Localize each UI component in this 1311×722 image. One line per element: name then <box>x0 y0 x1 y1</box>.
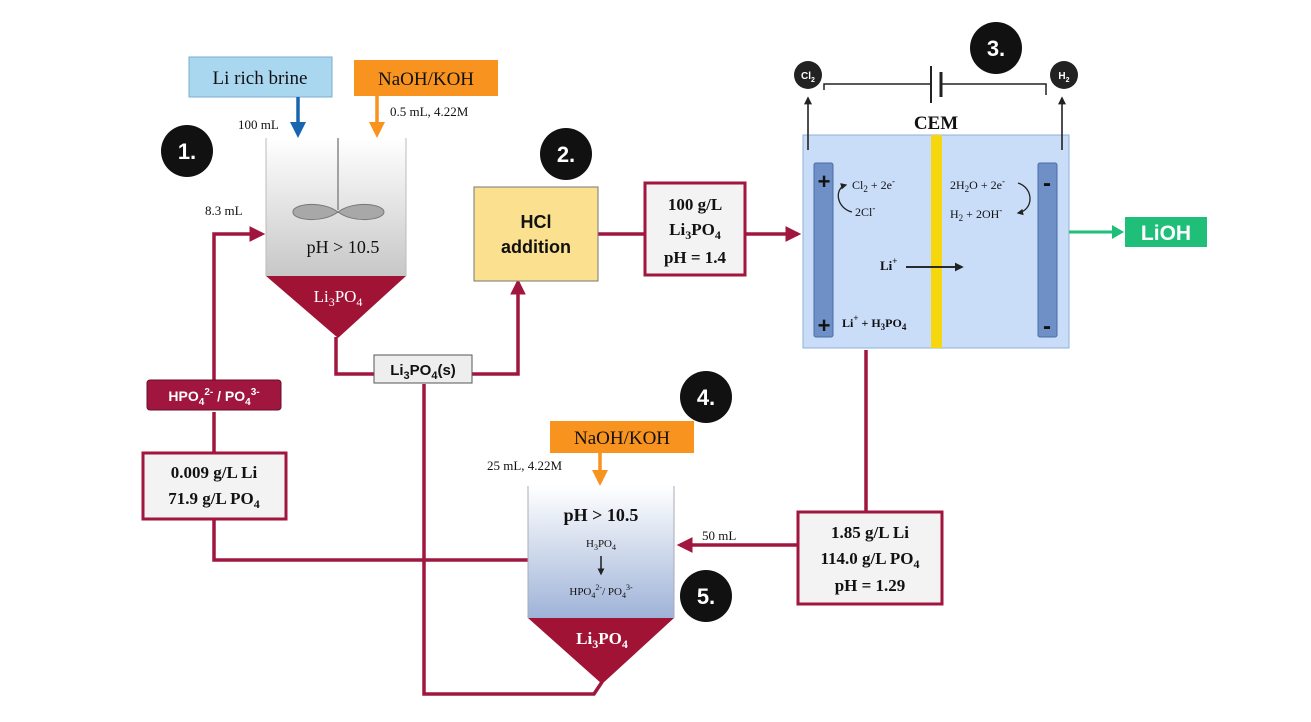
feed-box <box>643 181 747 277</box>
base1-arrow-head <box>369 122 385 138</box>
brine-label: Li rich brine <box>213 68 308 89</box>
base1-amount: 0.5 mL, 4.22M <box>390 104 469 119</box>
cathode-sign-top: - <box>1043 170 1051 197</box>
anode-electrode <box>813 162 834 338</box>
step-badge-2 <box>540 128 592 180</box>
phosphate-tag <box>146 379 282 411</box>
h2-gas-label: H2 <box>1058 71 1069 84</box>
cathode-reaction-bottom: H2 + 2OH- <box>950 205 1002 223</box>
brine-arrow-head <box>290 122 306 138</box>
brine-box <box>188 56 333 98</box>
step-label-5: 5. <box>697 584 715 609</box>
anolyte-label: Li+ + H3PO4 <box>842 313 907 332</box>
recycle-line1: 0.009 g/L Li <box>171 463 258 482</box>
stream-reactor2-recycle <box>212 520 528 562</box>
solid-product-box <box>373 354 473 384</box>
membrane-label: CEM <box>914 113 958 134</box>
reactor1-tank <box>266 138 406 276</box>
anolyte-out-line3: pH = 1.29 <box>835 576 906 595</box>
anode-sign-bottom: + <box>818 313 831 338</box>
anode-reaction-bottom: 2Cl- <box>855 203 875 219</box>
feed-line1: 100 g/L <box>668 195 722 214</box>
reactor2-ph: pH > 10.5 <box>564 505 639 525</box>
reactor2-reactant: H3PO4 <box>586 538 616 552</box>
cathode-sign-bottom: - <box>1043 313 1051 340</box>
recycle-volume: 8.3 mL <box>205 203 243 218</box>
cathode-electrode <box>1037 162 1058 338</box>
step-badge-1 <box>161 125 213 177</box>
lioh-arrow-head <box>1112 225 1124 239</box>
membrane-cem <box>931 135 942 348</box>
solid-product-label: Li3PO4(s) <box>390 362 456 382</box>
reactor2-cone <box>528 618 674 684</box>
anolyte-out-line2: 114.0 g/L PO4 <box>820 549 919 571</box>
base1-box <box>354 60 498 96</box>
feed-line2: Li3PO4 <box>669 220 721 242</box>
base2-amount: 25 mL, 4.22M <box>487 458 563 473</box>
reactor1-cone <box>266 276 406 338</box>
cl2-gas-icon <box>794 61 822 89</box>
anode-sign-top: + <box>818 169 831 194</box>
cl2-gas-label: Cl2 <box>801 71 815 84</box>
anolyte-out-line1: 1.85 g/L Li <box>831 523 909 542</box>
step-badge-3 <box>970 22 1022 74</box>
stream-reactor2-solid <box>422 384 604 696</box>
step-label-1: 1. <box>178 139 196 164</box>
reactor1-ph: pH > 10.5 <box>307 237 380 257</box>
cathode-reaction-top: 2H2O + 2e- <box>950 176 1005 194</box>
feed-line3: pH = 1.4 <box>664 248 727 267</box>
recycle-box <box>141 451 288 521</box>
step-badge-4 <box>680 371 732 423</box>
hcl-label-line1: HCl <box>521 212 552 232</box>
h2-gas-icon <box>1050 61 1078 89</box>
circuit-wire <box>823 83 1047 95</box>
base2-label: NaOH/KOH <box>574 428 670 449</box>
li-ion-label: Li+ <box>880 256 897 273</box>
cathode-reaction-arrow <box>1016 182 1031 216</box>
reactor2-product: HPO42-/ PO43- <box>569 583 633 600</box>
reactor2-tank <box>528 486 674 618</box>
anolyte-out-box <box>796 510 944 606</box>
hcl-label-line2: addition <box>501 237 571 257</box>
base2-box <box>550 421 694 453</box>
anolyte-out-volume: 50 mL <box>702 528 736 543</box>
lioh-label: LiOH <box>1141 222 1191 245</box>
anode-reaction-arrow <box>837 183 853 213</box>
step-label-2: 2. <box>557 142 575 167</box>
brine-volume: 100 mL <box>238 117 279 132</box>
reactor1-precipitate: Li3PO4 <box>314 287 363 309</box>
anode-reaction-top: Cl2 + 2e- <box>852 176 895 194</box>
step-label-4: 4. <box>697 385 715 410</box>
recycle-line2: 71.9 g/L PO4 <box>168 489 259 511</box>
stirrer-blade-icon <box>292 204 385 220</box>
base2-arrow-head <box>592 470 608 486</box>
lioh-box <box>1125 217 1207 247</box>
step-badge-5 <box>680 570 732 622</box>
electrolysis-cell: CEM Cl2 H2 + + - - Cl2 + 2e- 2Cl- 2H2O +… <box>794 61 1078 349</box>
base1-label: NaOH/KOH <box>378 69 474 90</box>
hcl-box <box>473 186 599 282</box>
stream-recycle-to-reactor1 <box>212 226 266 380</box>
step-label-3: 3. <box>987 36 1005 61</box>
reactor2-precipitate: Li3PO4 <box>576 629 628 651</box>
phosphate-tag-label: HPO42- / PO43- <box>168 387 259 408</box>
